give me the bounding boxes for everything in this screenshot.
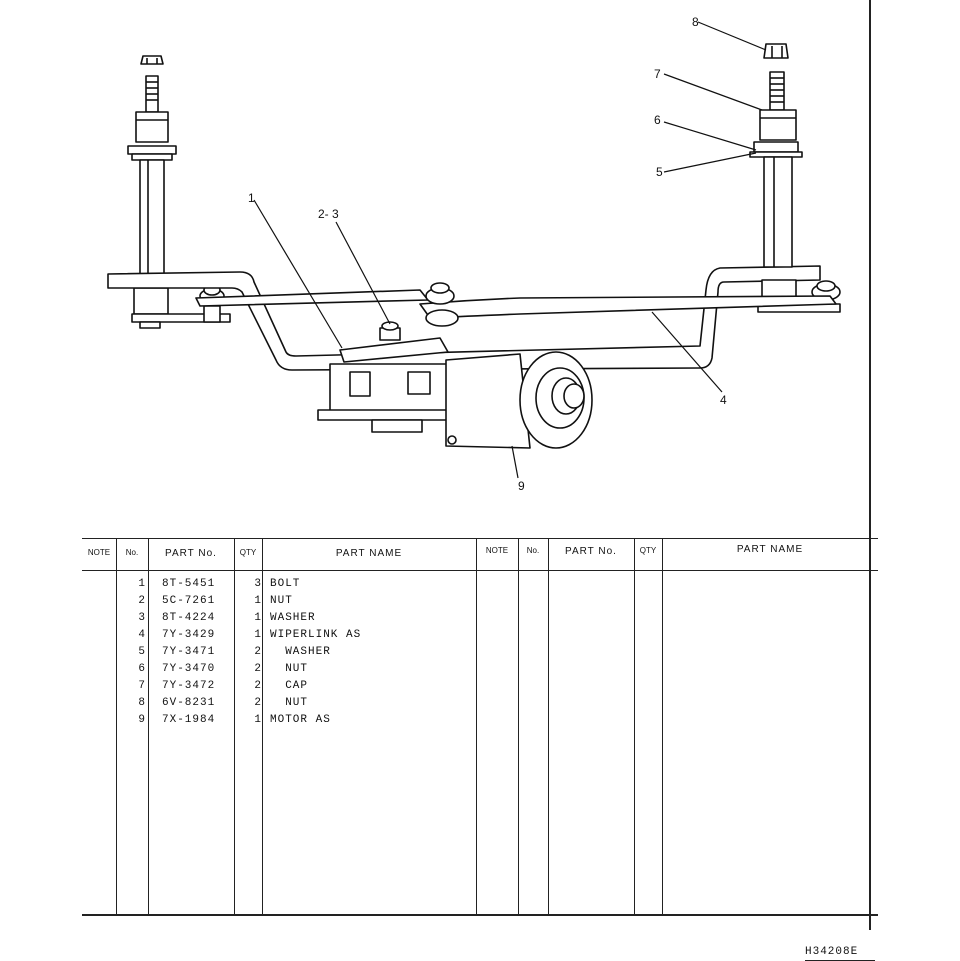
header-note-right: NOTE bbox=[485, 546, 509, 555]
row-part-name: WIPERLINK AS bbox=[270, 629, 362, 641]
row-part-name: NUT bbox=[270, 595, 293, 607]
header-qty-right: QTY bbox=[639, 546, 657, 555]
callout-8: 8 bbox=[692, 15, 699, 29]
table-row: 9 7X-1984 1 MOTOR AS bbox=[82, 714, 482, 731]
column-divider bbox=[662, 538, 663, 916]
row-qty: 2 bbox=[254, 680, 262, 692]
column-divider bbox=[262, 538, 263, 916]
table-row: 8 6V-8231 2 NUT bbox=[82, 697, 482, 714]
right-pivot-assembly bbox=[749, 43, 841, 313]
frame-bracket bbox=[107, 265, 821, 371]
header-part-no: PART No. bbox=[165, 548, 217, 559]
row-qty: 1 bbox=[254, 714, 262, 726]
row-qty: 1 bbox=[254, 595, 262, 607]
wiper-motor bbox=[317, 351, 593, 449]
table-header-rule bbox=[82, 570, 878, 571]
table-row: 2 5C-7261 1 NUT bbox=[82, 595, 482, 612]
row-part-no: 8T-5451 bbox=[162, 578, 216, 590]
leader-lines bbox=[253, 21, 767, 479]
row-part-no: 6V-8231 bbox=[162, 697, 216, 709]
callout-1: 1 bbox=[248, 191, 255, 205]
row-no: 3 bbox=[138, 612, 146, 624]
row-part-name: WASHER bbox=[270, 646, 331, 658]
row-part-no: 7X-1984 bbox=[162, 714, 216, 726]
row-qty: 1 bbox=[254, 612, 262, 624]
table-row: 5 7Y-3471 2 WASHER bbox=[82, 646, 482, 663]
column-divider bbox=[518, 538, 519, 916]
callout-9: 9 bbox=[518, 479, 525, 493]
row-part-name: NUT bbox=[270, 697, 309, 709]
row-part-name: MOTOR AS bbox=[270, 714, 331, 726]
row-no: 7 bbox=[138, 680, 146, 692]
callout-2-3: 2- 3 bbox=[318, 207, 339, 221]
row-part-name: CAP bbox=[270, 680, 309, 692]
column-divider bbox=[634, 538, 635, 916]
callout-5: 5 bbox=[656, 165, 663, 179]
table-row: 4 7Y-3429 1 WIPERLINK AS bbox=[82, 629, 482, 646]
row-qty: 2 bbox=[254, 663, 262, 675]
table-top-rule bbox=[82, 538, 878, 539]
row-no: 4 bbox=[138, 629, 146, 641]
row-part-no: 7Y-3429 bbox=[162, 629, 216, 641]
row-no: 2 bbox=[138, 595, 146, 607]
row-part-no: 7Y-3472 bbox=[162, 680, 216, 692]
row-qty: 3 bbox=[254, 578, 262, 590]
drawing-code: H34208E bbox=[805, 946, 859, 958]
column-divider bbox=[476, 538, 477, 916]
table-row: 3 8T-4224 1 WASHER bbox=[82, 612, 482, 629]
row-part-no: 7Y-3471 bbox=[162, 646, 216, 658]
row-part-name: BOLT bbox=[270, 578, 301, 590]
callout-7: 7 bbox=[654, 67, 661, 81]
column-divider bbox=[548, 538, 549, 916]
header-no: No. bbox=[125, 548, 139, 557]
header-part-no-right: PART No. bbox=[565, 546, 617, 557]
callout-4: 4 bbox=[720, 393, 727, 407]
header-part-name: PART NAME bbox=[335, 548, 403, 559]
column-divider bbox=[116, 538, 117, 916]
callout-6: 6 bbox=[654, 113, 661, 127]
row-part-no: 8T-4224 bbox=[162, 612, 216, 624]
table-row: 6 7Y-3470 2 NUT bbox=[82, 663, 482, 680]
column-divider bbox=[234, 538, 235, 916]
row-part-name: NUT bbox=[270, 663, 309, 675]
row-qty: 2 bbox=[254, 646, 262, 658]
row-qty: 1 bbox=[254, 629, 262, 641]
header-qty: QTY bbox=[239, 548, 257, 557]
row-no: 1 bbox=[138, 578, 146, 590]
row-qty: 2 bbox=[254, 697, 262, 709]
row-no: 9 bbox=[138, 714, 146, 726]
row-part-no: 7Y-3470 bbox=[162, 663, 216, 675]
left-pivot-assembly bbox=[127, 55, 231, 329]
table-row: 7 7Y-3472 2 CAP bbox=[82, 680, 482, 697]
column-divider bbox=[148, 538, 149, 916]
table-row: 1 8T-5451 3 BOLT bbox=[82, 578, 482, 595]
header-note: NOTE bbox=[87, 548, 111, 557]
row-no: 8 bbox=[138, 697, 146, 709]
row-part-no: 5C-7261 bbox=[162, 595, 216, 607]
wiper-linkage-diagram: 8 7 6 5 1 2- 3 4 9 bbox=[107, 15, 841, 493]
header-no-right: No. bbox=[526, 546, 540, 555]
page-border-line bbox=[869, 0, 871, 930]
table-bottom-rule bbox=[82, 914, 878, 916]
row-no: 5 bbox=[138, 646, 146, 658]
row-no: 6 bbox=[138, 663, 146, 675]
header-part-name-right: PART NAME bbox=[736, 544, 804, 555]
row-part-name: WASHER bbox=[270, 612, 316, 624]
